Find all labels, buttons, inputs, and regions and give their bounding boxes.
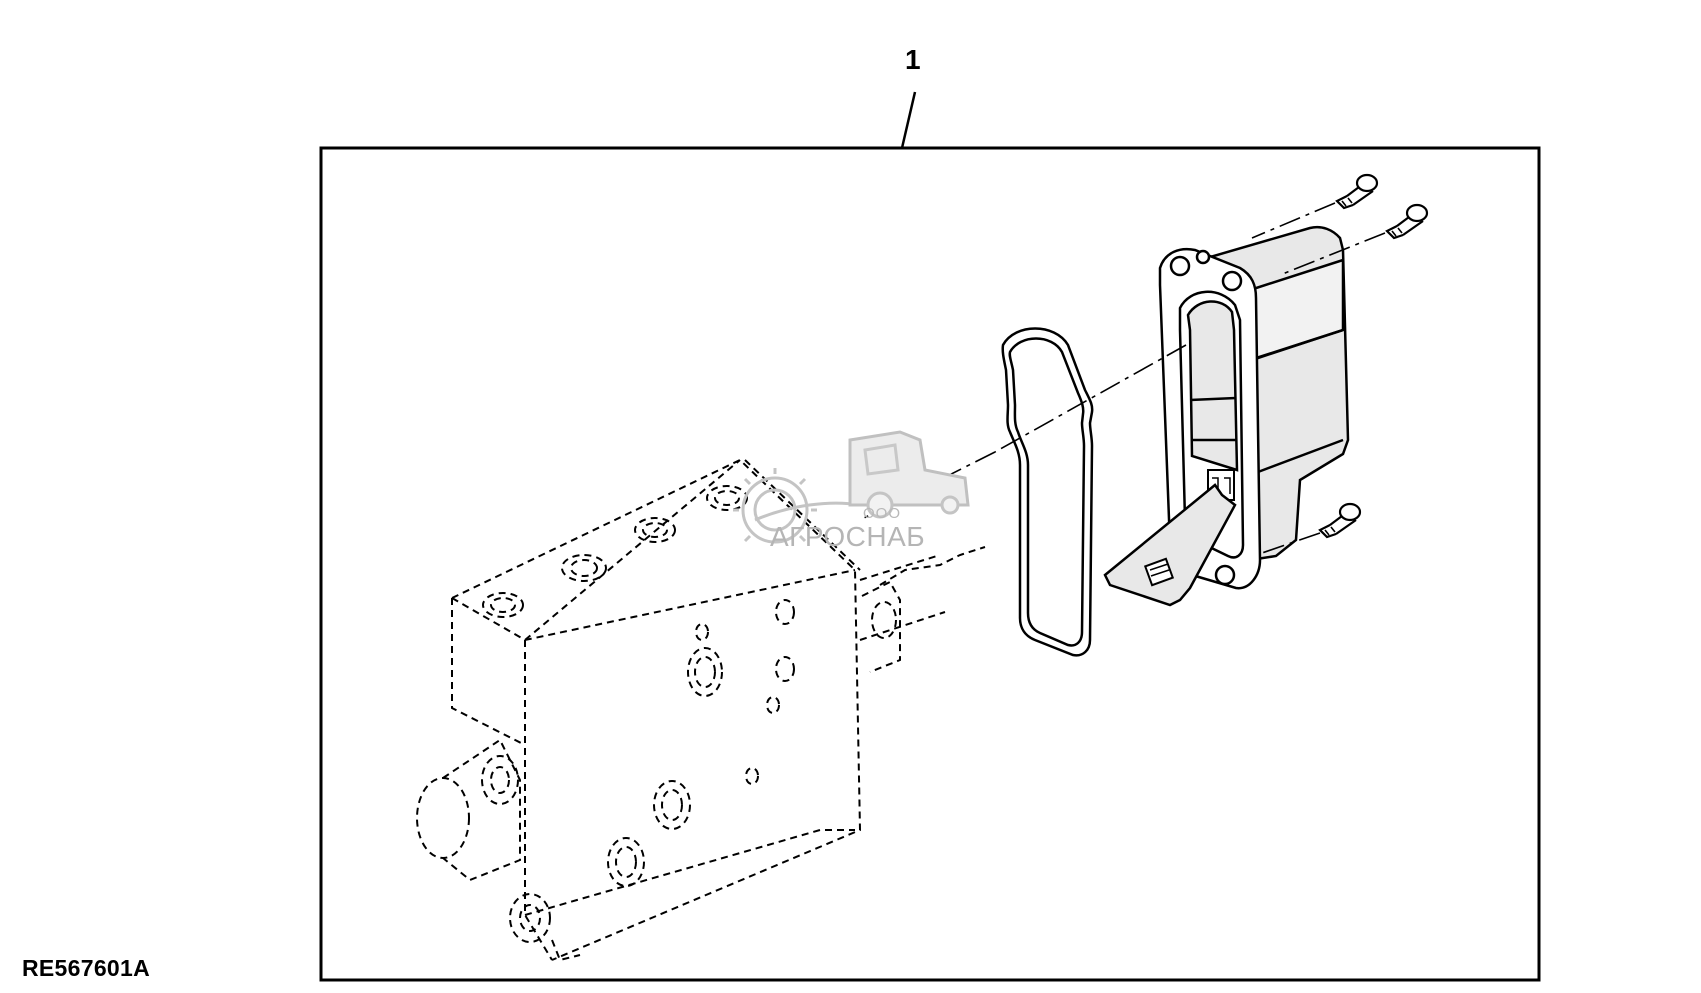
watermark-name: АГРОСНАБ xyxy=(770,521,926,552)
circuit-tab xyxy=(1103,483,1237,607)
figure-id: RE567601A xyxy=(22,955,151,981)
screw-bottom xyxy=(1318,502,1362,539)
callout-leader xyxy=(900,91,917,149)
callout-number: 1 xyxy=(905,44,921,75)
screw-top xyxy=(1335,173,1379,210)
gasket xyxy=(1001,327,1094,657)
kit-frame xyxy=(319,146,1541,982)
screws xyxy=(1318,173,1429,539)
watermark-prefix: ООО xyxy=(863,505,902,522)
valve-section-hidden xyxy=(416,458,986,962)
cover-housing xyxy=(1158,225,1350,590)
screw-middle xyxy=(1385,203,1429,240)
watermark-logo-icon xyxy=(733,430,970,544)
